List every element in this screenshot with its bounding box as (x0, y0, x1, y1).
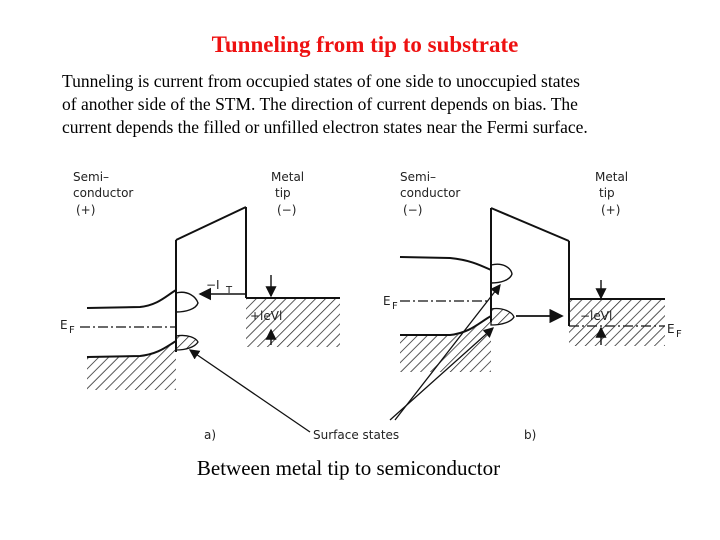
panel-a-current-sub: T (225, 285, 233, 296)
panel-b-fermi-right-label: E (667, 322, 675, 336)
panel-a-fermi-sub: F (69, 325, 75, 336)
panel-a-semiconductor-label: conductor (73, 186, 133, 200)
slide-paragraph: Tunneling is current from occupied state… (62, 70, 702, 139)
paragraph-line: current depends the filled or unfilled e… (62, 117, 588, 137)
panel-b-letter: b) (524, 428, 536, 442)
panel-b-conduction-band (399, 256, 492, 271)
panel-b-metal-hatch (569, 300, 665, 346)
panel-a-surface-state-upper (175, 291, 199, 313)
panel-b: Semi– conductor (−) Metal tip (+) E F E … (383, 170, 682, 442)
panel-b-barrier-top (490, 207, 570, 242)
surface-states-pointer-a (188, 349, 311, 433)
panel-a-bias-label: +leVl (250, 309, 282, 323)
surface-states-label: Surface states (313, 428, 399, 442)
panel-b-valence-hatch (400, 317, 491, 372)
panel-a-metal-hatch (246, 299, 340, 347)
panel-b-tip-label: tip (599, 186, 615, 200)
panel-b-valence-band (400, 315, 492, 336)
panel-a-tip-label: Metal (271, 170, 304, 184)
panel-b-tip-sign: (+) (601, 203, 620, 217)
panel-a: Semi– conductor (+) Metal tip (−) E F −I… (60, 170, 340, 442)
panel-a-tip-label: tip (275, 186, 291, 200)
figure-caption: Between metal tip to semiconductor (196, 456, 501, 480)
surface-states-pointer-b2 (389, 327, 494, 421)
panel-b-tip-label: Metal (595, 170, 628, 184)
surface-states-callout: Surface states (188, 283, 501, 442)
panel-a-barrier-top (175, 206, 247, 241)
panel-a-fermi-label: E (60, 318, 68, 332)
panel-b-surface-state-upper (490, 263, 513, 284)
panel-b-semiconductor-sign: (−) (403, 203, 422, 217)
panel-b-surface-state-filled (490, 307, 515, 326)
surface-states-pointer-b (394, 283, 501, 421)
panel-a-surface-state-filled (175, 334, 199, 351)
panel-b-fermi-left-sub: F (392, 301, 398, 312)
panel-a-tip-sign: (−) (277, 203, 296, 217)
panel-b-bias-label: −leVl (580, 309, 612, 323)
panel-a-current-label: −I (206, 278, 220, 292)
panel-a-letter: a) (204, 428, 216, 442)
panel-a-semiconductor-label: Semi– (73, 170, 109, 184)
panel-b-fermi-right-sub: F (676, 329, 682, 340)
panel-a-conduction-band (86, 289, 177, 309)
panel-a-valence-band (86, 340, 177, 358)
panel-b-semiconductor-label: conductor (400, 186, 460, 200)
paragraph-line: Tunneling is current from occupied state… (62, 71, 580, 91)
panel-b-semiconductor-label: Semi– (400, 170, 436, 184)
panel-b-fermi-left-label: E (383, 294, 391, 308)
paragraph-line: of another side of the STM. The directio… (62, 94, 578, 114)
panel-a-semiconductor-sign: (+) (76, 203, 95, 217)
slide-title: Tunneling from tip to substrate (211, 32, 519, 57)
